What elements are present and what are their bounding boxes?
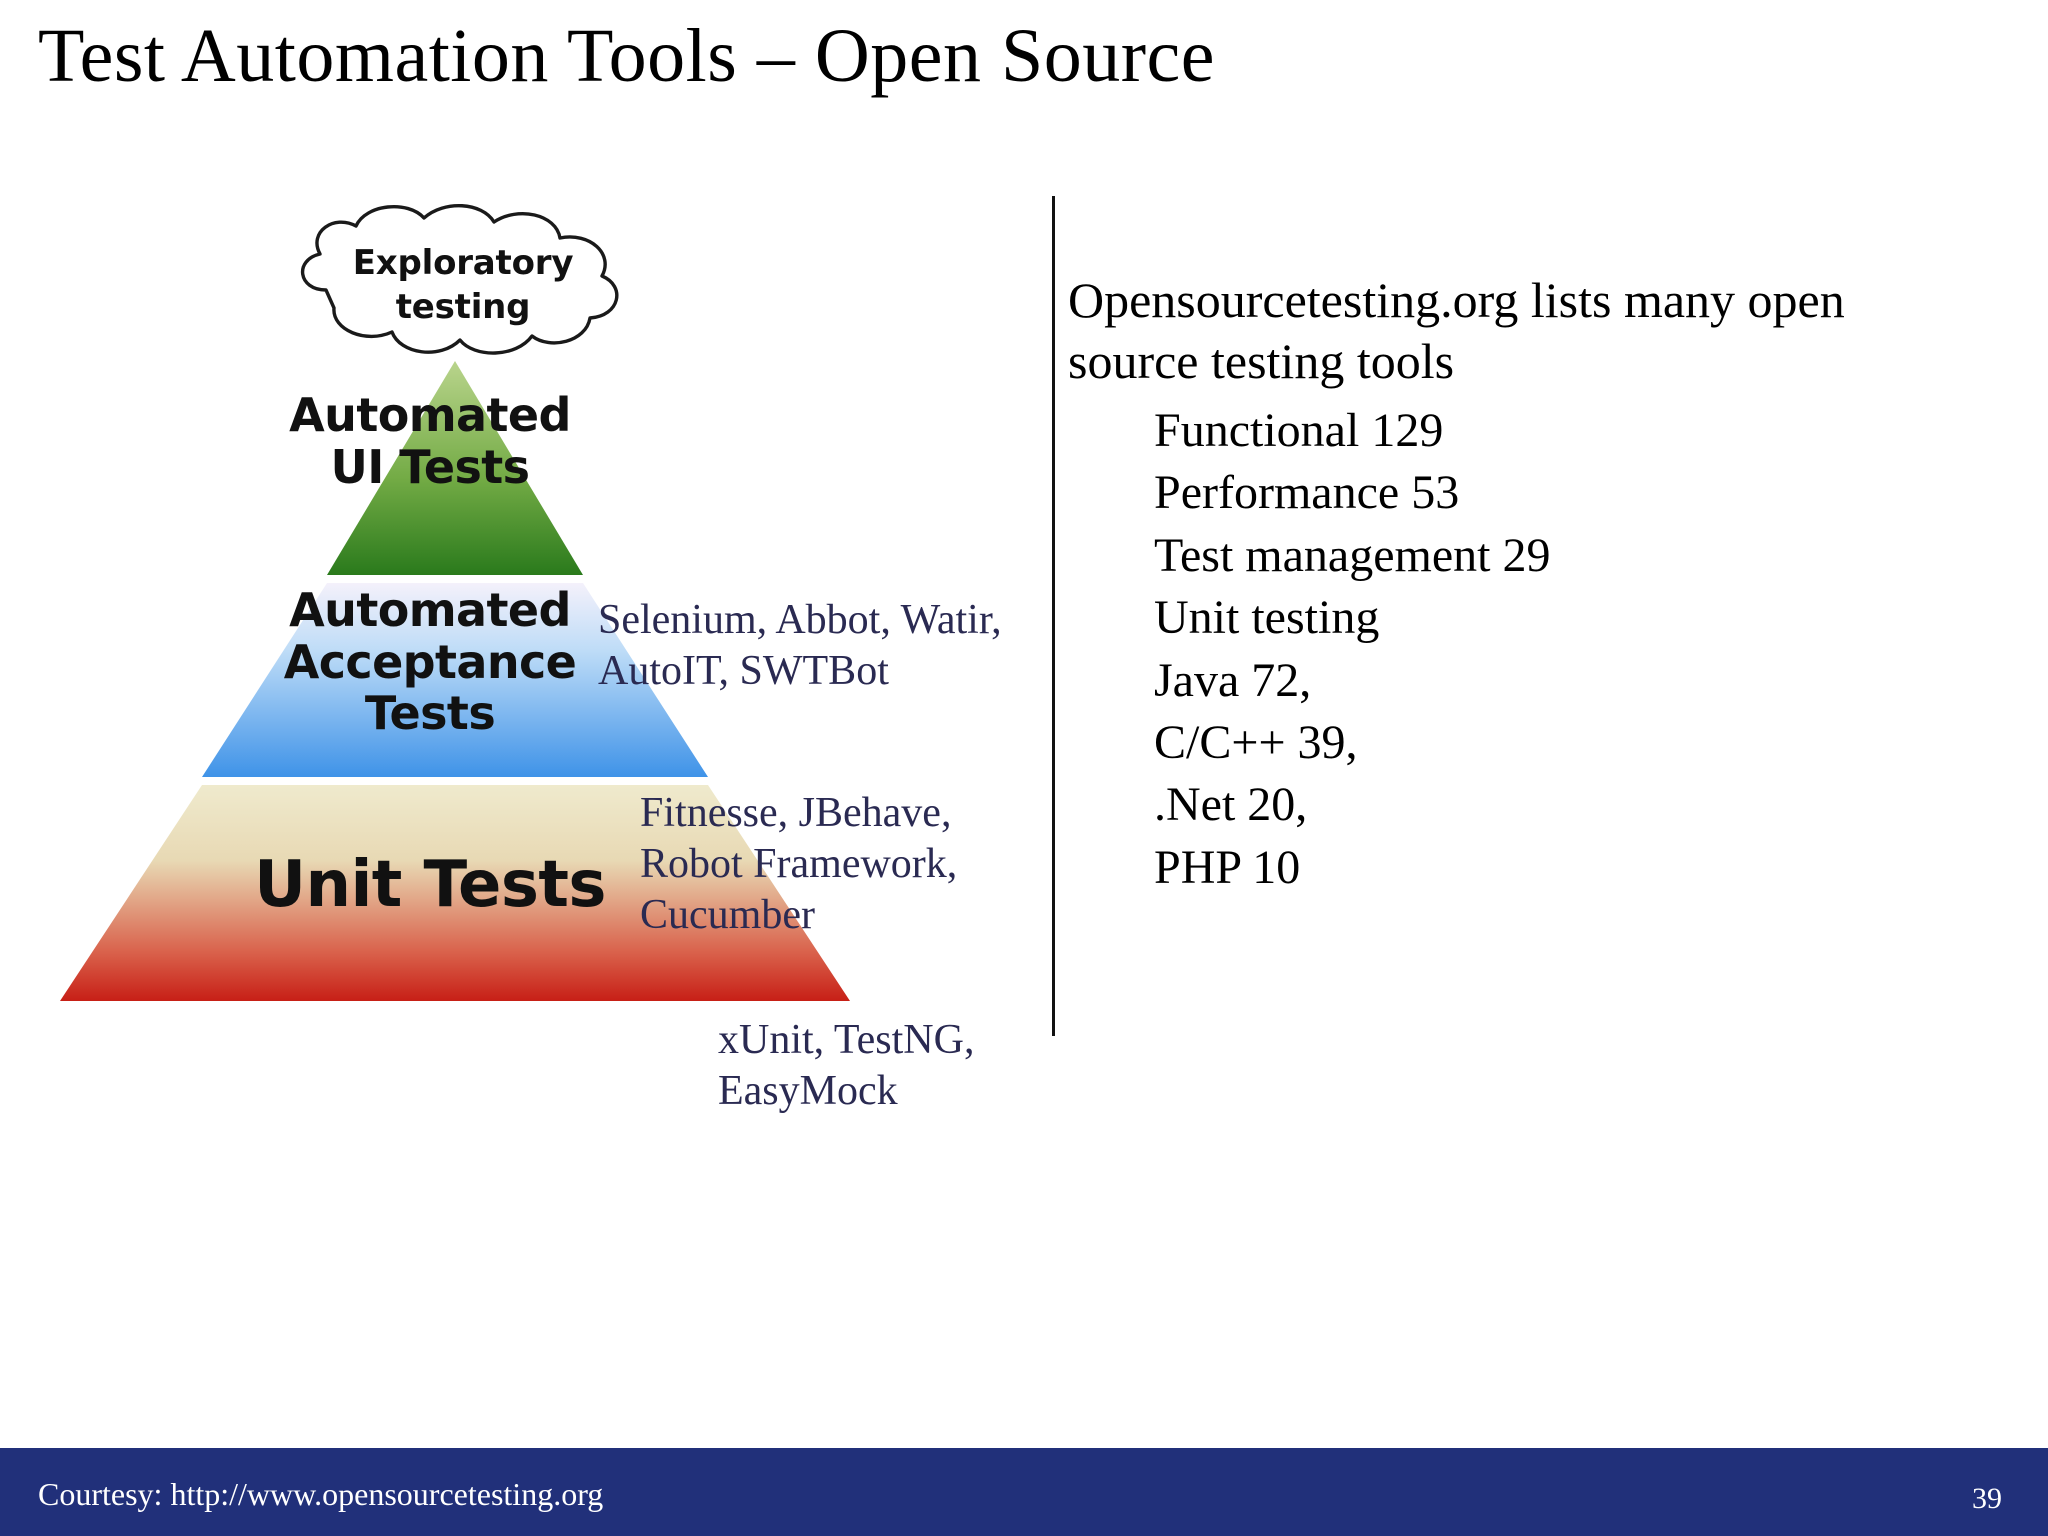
right-column: Opensourcetesting.org lists many open so… (1068, 270, 2028, 899)
list-item: .Net 20, (1154, 778, 1308, 832)
page-title: Test Automation Tools – Open Source (38, 14, 1216, 98)
list-item: Test management 29 (1154, 528, 1551, 582)
tool-category-list: Functional 129 Performance 53 Test manag… (1068, 400, 2028, 899)
vertical-divider (1052, 196, 1055, 1036)
list-item: C/C++ 39, (1154, 715, 1358, 769)
cloud-label: Exploratory testing (268, 242, 658, 329)
right-column-lead: Opensourcetesting.org lists many open so… (1068, 272, 1845, 389)
test-pyramid-diagram: Exploratory testing (0, 190, 1040, 1114)
cloud-label-line2: testing (395, 286, 531, 327)
list-item: Unit testing (1154, 591, 1380, 645)
pyramid-tier-unit (60, 785, 850, 1001)
pyramid-shape (30, 345, 880, 1005)
footer-bar: Courtesy: http://www.opensourcetesting.o… (0, 1448, 2048, 1536)
list-item: Java 72, (1154, 653, 1312, 707)
tier-label-unit: Unit Tests (160, 848, 700, 922)
tier-acc-line3: Tests (364, 686, 496, 741)
tier-unit-line1: Unit Tests (254, 848, 606, 922)
cloud-icon (301, 204, 619, 355)
tier-label-ui: Automated UI Tests (250, 388, 610, 494)
tier-label-acceptance: Automated Acceptance Tests (200, 583, 660, 741)
footer-courtesy-text: Courtesy: http://www.opensourcetesting.o… (38, 1476, 604, 1512)
list-item: PHP 10 (1154, 840, 1301, 894)
page-number: 39 (1972, 1482, 2002, 1515)
exploratory-testing-cloud: Exploratory testing (268, 198, 658, 363)
tools-list-ui: Selenium, Abbot, Watir, AutoIT, SWTBot (598, 597, 1002, 695)
tier-ui-line2: UI Tests (330, 439, 531, 494)
tier-acc-line1: Automated (289, 583, 571, 637)
tier-acc-line2: Acceptance (283, 634, 577, 689)
tier-ui-line1: Automated (289, 388, 571, 442)
list-item: Functional 129 (1154, 404, 1444, 457)
pyramid-tier-acceptance (202, 583, 708, 777)
list-item: Performance 53 (1154, 466, 1460, 520)
tools-list-acceptance: Fitnesse, JBehave, Robot Framework, Cucu… (640, 790, 958, 939)
cloud-label-line1: Exploratory (352, 243, 574, 283)
pyramid-tier-ui (327, 361, 583, 575)
tools-list-unit: xUnit, TestNG, EasyMock (718, 1017, 975, 1115)
